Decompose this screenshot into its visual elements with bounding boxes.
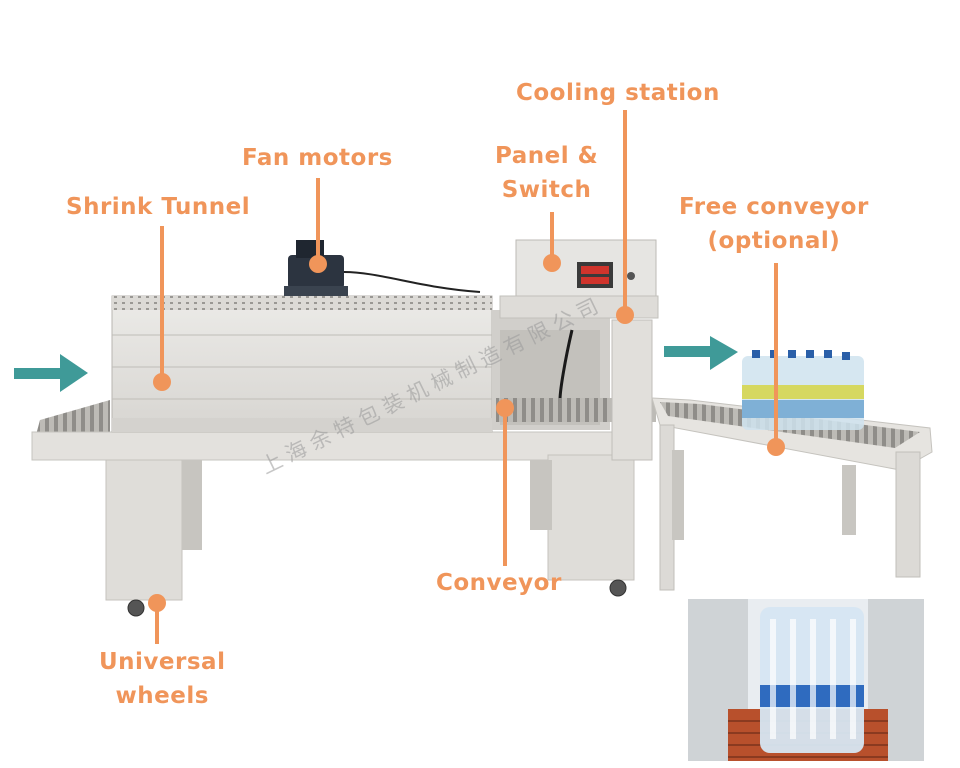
label-free-conveyor-line1: Free conveyor — [679, 194, 869, 220]
label-universal-wheels: Universal wheels — [99, 645, 225, 713]
label-conveyor: Conveyor — [436, 566, 562, 600]
universal-wheels — [127, 579, 627, 617]
label-conveyor-text: Conveyor — [436, 570, 562, 596]
label-free-conveyor-line2: (optional) — [707, 228, 841, 254]
shrink-tunnel-body — [111, 295, 493, 433]
arrow-right-icon — [664, 336, 738, 370]
label-universal-wheels-line1: Universal — [99, 649, 226, 675]
label-fan-motors: Fan motors — [242, 141, 393, 175]
label-fan-motors-text: Fan motors — [242, 145, 393, 171]
label-cooling-station: Cooling station — [516, 76, 720, 110]
label-free-conveyor: Free conveyor (optional) — [679, 190, 869, 258]
label-panel-switch-line2: Switch — [501, 177, 592, 203]
label-shrink-tunnel: Shrink Tunnel — [66, 190, 250, 224]
arrow-right-icon — [14, 354, 88, 392]
machine-legs — [105, 454, 635, 601]
callout-pointers — [148, 110, 785, 644]
label-panel-switch-line1: Panel & — [495, 143, 599, 169]
label-shrink-tunnel-text: Shrink Tunnel — [66, 194, 251, 220]
bottle-pack — [742, 350, 864, 430]
label-universal-wheels-line2: wheels — [115, 683, 209, 709]
inset-photo — [688, 599, 924, 761]
label-panel-switch: Panel & Switch — [495, 139, 598, 207]
label-cooling-station-text: Cooling station — [516, 80, 720, 106]
